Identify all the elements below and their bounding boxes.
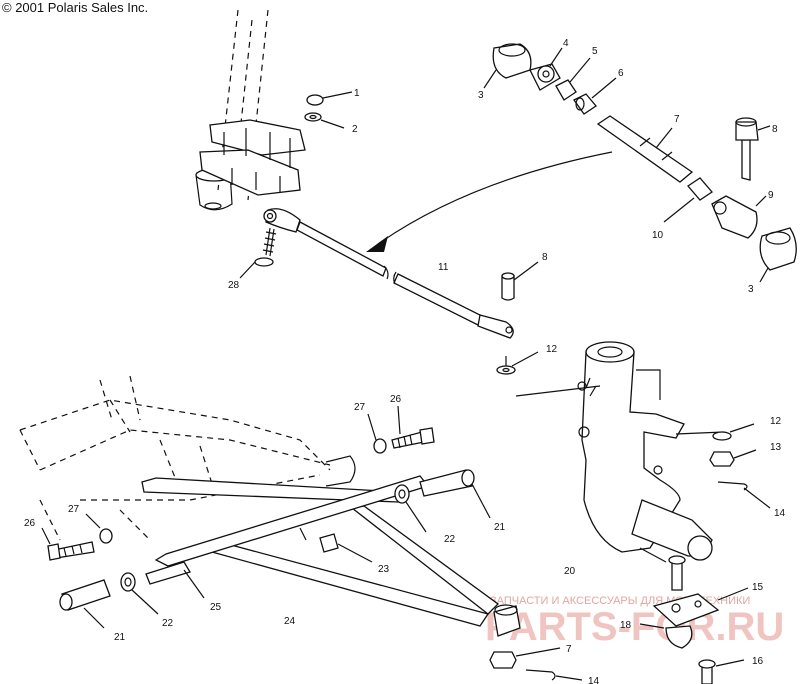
part-13-castle-nut [709,449,757,467]
copyright-notice: © 2001 Polaris Sales Inc. [2,0,149,15]
callout-2: 2 [352,124,358,135]
callout-26-right: 26 [390,394,402,405]
callout-6: 6 [618,68,624,79]
callout-13: 13 [770,442,782,453]
callout-16: 16 [752,656,764,667]
part-9-ball-joint [711,195,767,239]
part-2-washer [304,112,345,129]
callout-18: 18 [620,620,632,631]
callout-21-right: 21 [494,522,506,533]
callout-20: 20 [564,566,576,577]
assembly-arrow [366,151,613,252]
callout-12-right: 12 [770,416,782,427]
part-26-bolt-left [41,527,95,561]
part-14-cotter-pin [717,481,771,509]
steering-post-clamp [199,119,306,196]
part-1-nut [306,91,353,106]
callout-labels: 1 2 3 4 5 6 7 8 9 10 3 11 8 28 12 12 13 … [24,38,786,684]
part-28-bolt [239,227,277,279]
callout-14-lower: 14 [588,676,600,684]
callout-8-upper: 8 [772,124,778,135]
callout-27-right: 27 [354,402,366,413]
part-5-jam-nut [555,57,591,101]
part-bolt-knuckle [668,555,686,591]
part-27-washer-right [367,413,387,454]
callout-7-upper: 7 [674,114,680,125]
part-8-bolt-center [501,261,539,301]
part-12-washer-upper [496,351,539,375]
callout-11: 11 [438,262,449,273]
callout-5: 5 [592,46,598,57]
part-16-bolt [698,659,745,684]
part-15-plate [652,587,749,627]
callout-3-upper: 3 [478,90,484,101]
part-7-nut-lower [489,647,561,669]
part-ball-joint-lower [493,604,521,637]
callout-26-left: 26 [24,518,36,529]
part-3-boot-upper [483,43,532,89]
callout-24: 24 [284,616,296,627]
part-20-spindle-knuckle [515,341,725,563]
callout-14-right: 14 [774,508,786,519]
part-18-ball-joint [639,623,693,649]
part-11-tie-rod [263,208,514,339]
callout-22-left: 22 [162,618,174,629]
part-14-cotter-pin-lower [525,669,583,681]
callout-12-upper: 12 [546,344,558,355]
callout-22-right: 22 [444,534,456,545]
part-8-bolt-upper [735,117,771,181]
callout-15: 15 [752,582,764,593]
callout-7-lower: 7 [566,644,572,655]
callout-25: 25 [210,602,222,613]
part-25-pivot-tube [145,561,205,599]
callout-28: 28 [228,280,240,291]
callout-4: 4 [563,38,569,49]
part-21-bushing-left [59,579,111,629]
callout-1: 1 [354,88,360,99]
callout-27-left: 27 [68,504,80,515]
part-22-spacer-left [120,572,159,615]
part-7-inner-tie-rod [596,115,694,183]
part-21-bushing-right [419,469,491,519]
callout-21-left: 21 [114,632,126,643]
callout-8-center: 8 [542,252,548,263]
part-12-washer-right [712,423,755,441]
part-27-washer-left [85,513,113,544]
frame-outline [19,375,356,541]
callout-3-lower: 3 [748,284,754,295]
part-10-sleeve [663,177,713,223]
callout-10: 10 [652,230,664,241]
part-26-bolt-right [391,405,435,449]
part-24-a-arm [141,475,499,627]
part-23-grease-fitting [319,533,373,563]
part-22-spacer-right [394,484,427,533]
callout-9: 9 [768,190,774,201]
watermark-logo: PARTS-FOR.RU [485,605,784,649]
part-6-adjuster-sleeve [573,77,617,115]
part-3-boot-lower [759,227,797,283]
part-4-tie-rod-end [529,47,563,91]
callout-23: 23 [378,564,390,575]
